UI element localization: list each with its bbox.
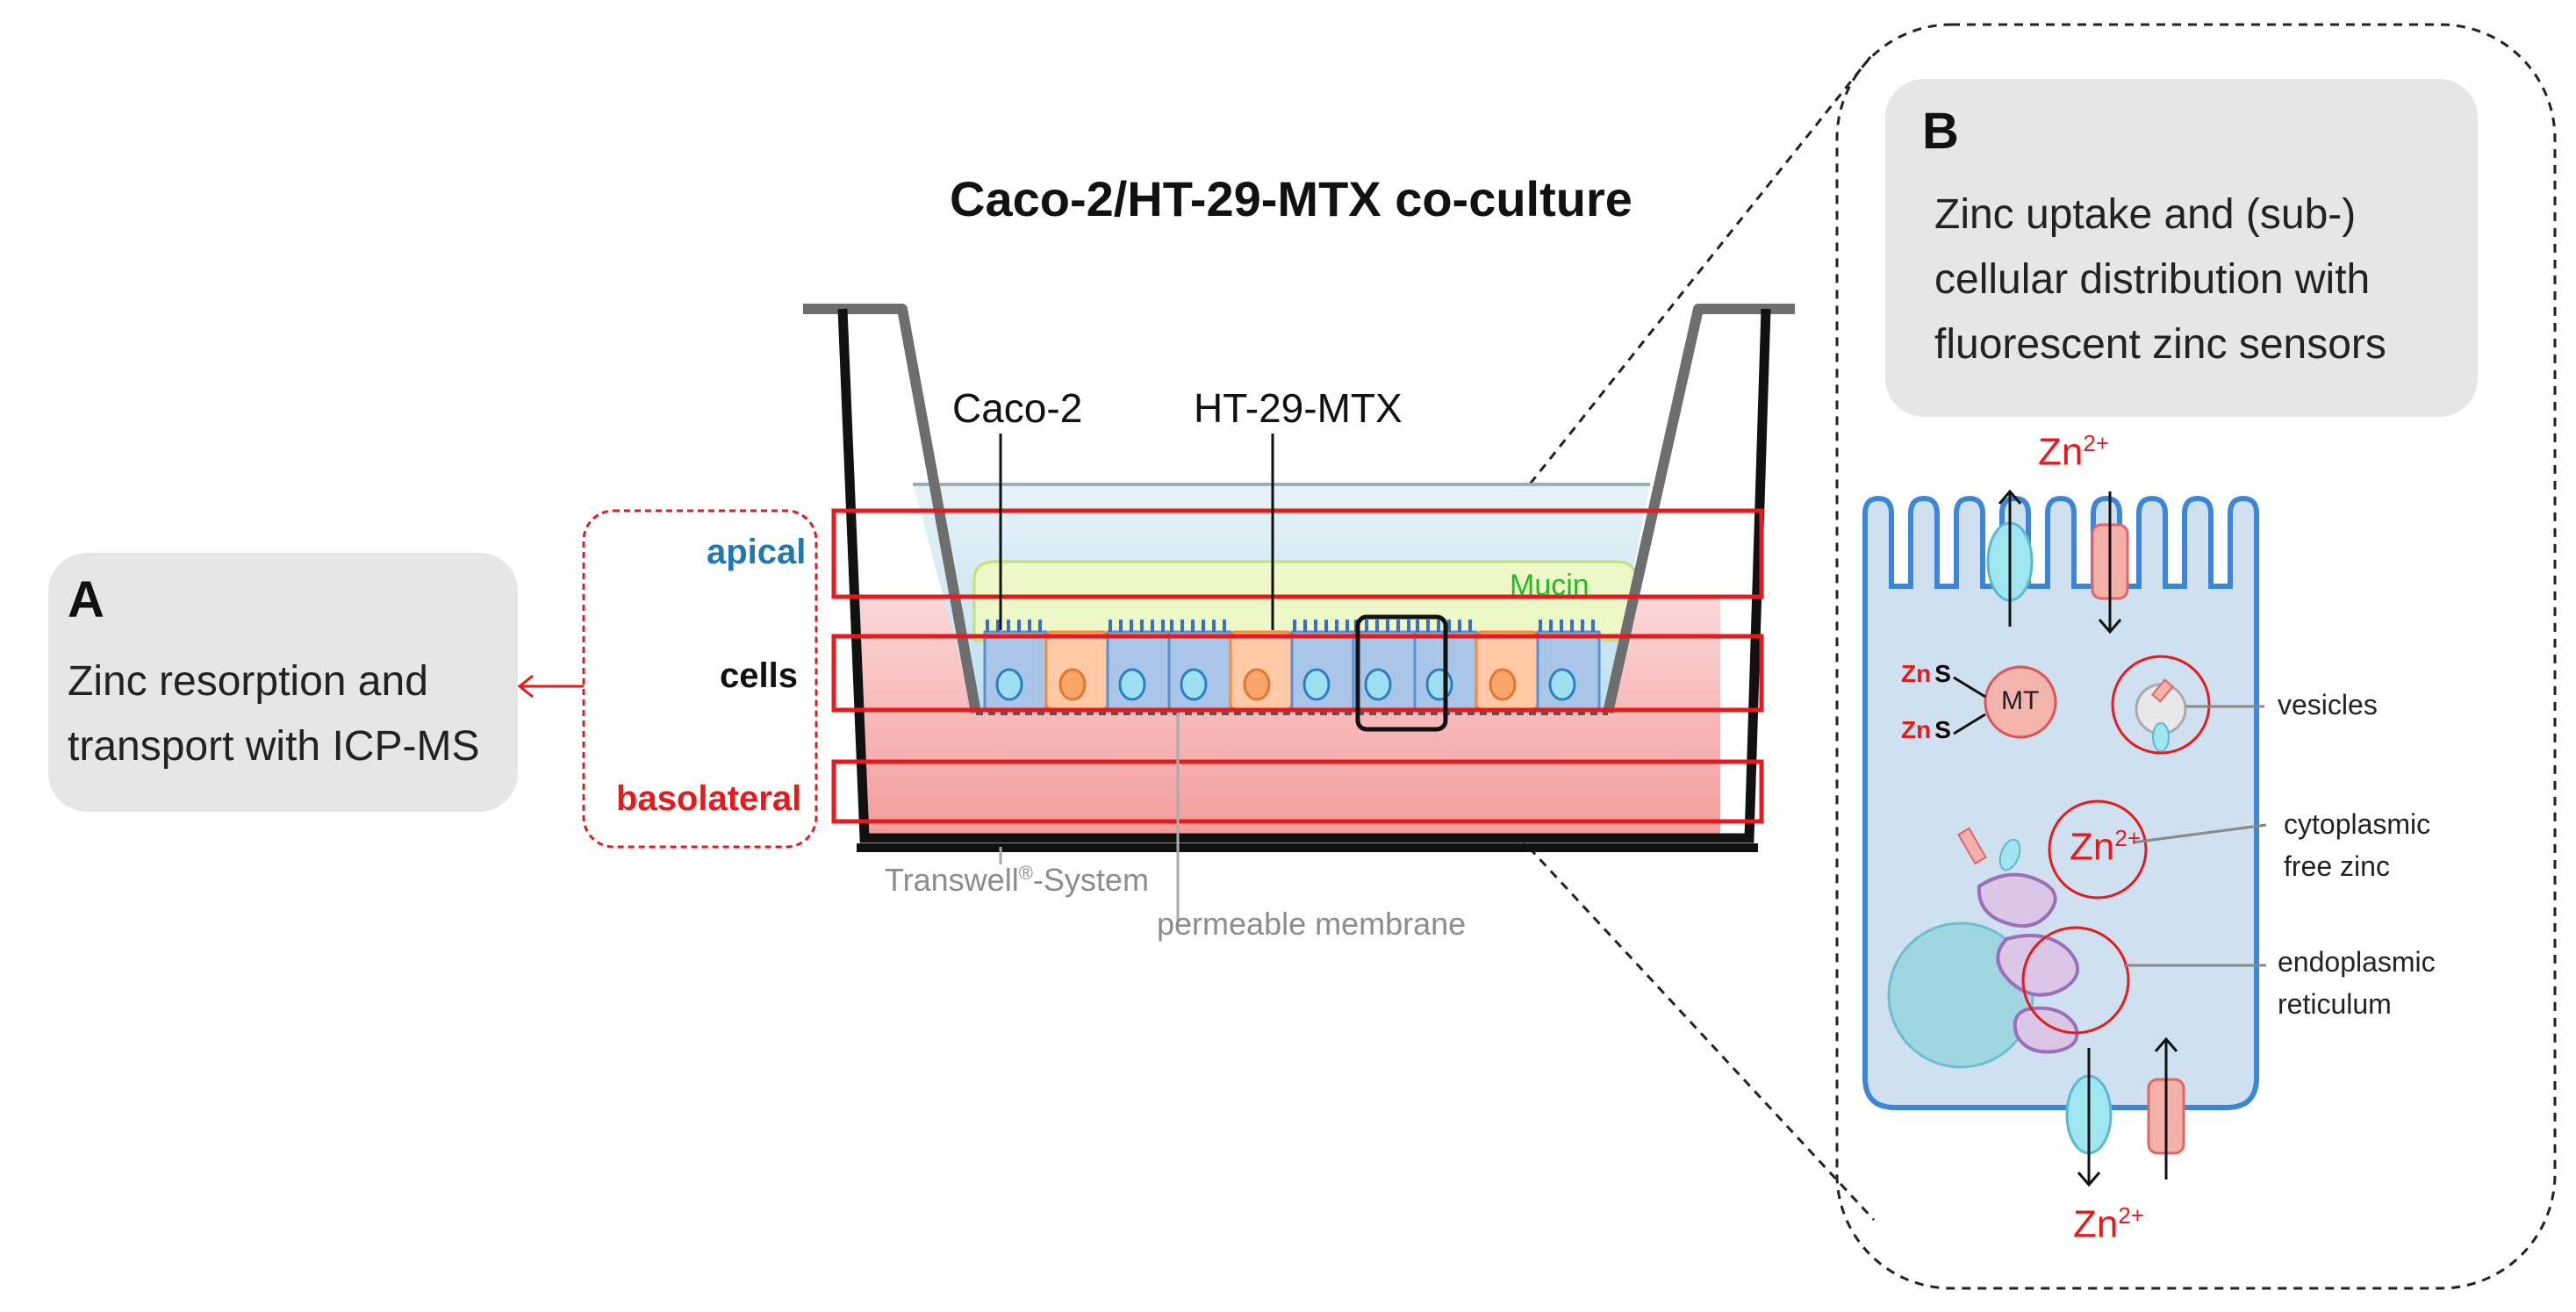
panel-b-description: Zinc uptake and (sub-) cellular distribu… xyxy=(1934,191,2386,368)
transwell-label: Transwell®-System xyxy=(885,862,1149,898)
cells-frame xyxy=(831,634,1764,713)
insert-wall-left xyxy=(803,304,981,714)
panel-a-letter: A xyxy=(68,571,104,628)
membrane-label: permeable membrane xyxy=(1157,906,1467,942)
free-zinc-circle xyxy=(2048,799,2148,900)
vesicles-label: vesicles xyxy=(2278,689,2378,721)
basolateral-label: basolateral xyxy=(616,779,802,818)
zoom-callout-frame xyxy=(1835,23,2557,1290)
ht29-label: HT-29-MTX xyxy=(1194,385,1403,431)
panel-b-letter: B xyxy=(1922,103,1959,160)
panel-a-description: Zinc resorption and transport with ICP-M… xyxy=(68,658,480,770)
apical-label: apical xyxy=(707,533,807,571)
mt-label: MT xyxy=(2001,686,2040,715)
caco2-label: Caco-2 xyxy=(952,385,1083,431)
diagram-title: Caco-2/HT-29-MTX co-culture xyxy=(950,171,1632,226)
mucin-label: Mucin xyxy=(1510,569,1589,602)
label-bracket xyxy=(582,509,818,849)
zoom-square xyxy=(1355,614,1448,732)
apical-frame xyxy=(831,508,1764,599)
panel-a-box: A Zinc resorption and transport with ICP… xyxy=(48,553,518,812)
metallothionein xyxy=(1984,665,2057,739)
endoplasmic-reticulum-shape xyxy=(1977,872,2079,1054)
zn-apical-label: Zn2+ xyxy=(2038,430,2110,474)
well-wall xyxy=(837,308,1771,843)
vesicle xyxy=(2111,655,2211,755)
cell-monolayer xyxy=(983,620,1601,711)
panel-b-box: B Zinc uptake and (sub-) cellular distri… xyxy=(1885,79,2478,417)
basolateral-frame xyxy=(831,759,1764,824)
cells-label: cells xyxy=(720,656,798,695)
er-zinc-circle xyxy=(2021,926,2130,1035)
zn-basolateral-label: Zn2+ xyxy=(2073,1202,2145,1246)
zn-free-label: Zn2+ xyxy=(2070,825,2142,869)
zoom-line-top xyxy=(1420,52,1876,620)
